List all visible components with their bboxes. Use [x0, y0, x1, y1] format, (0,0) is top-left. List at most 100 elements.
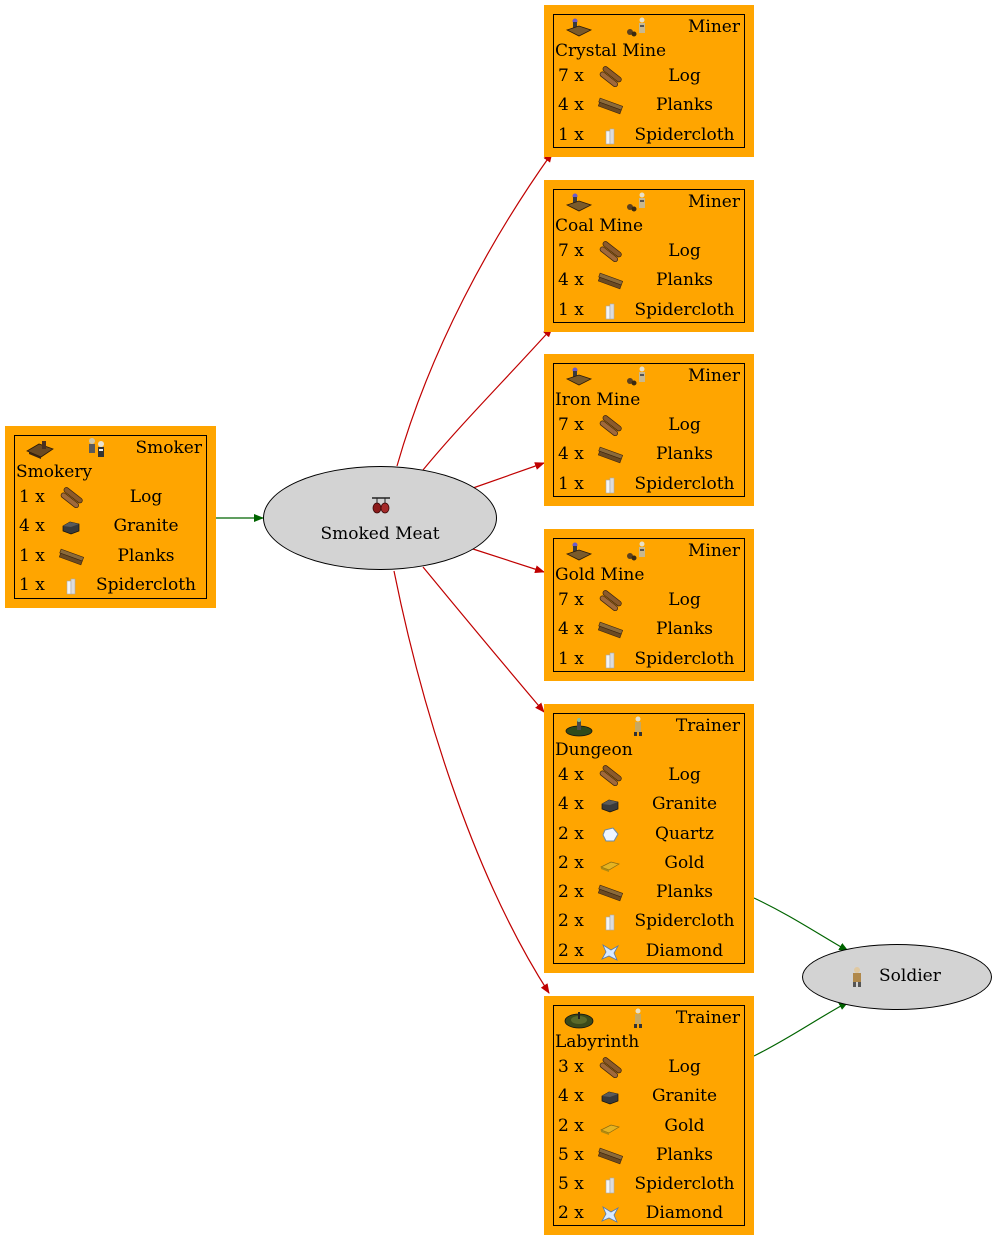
- cost-ware-name: Spidercloth: [634, 1174, 735, 1195]
- ware-node-smoked-meat[interactable]: Smoked Meat: [263, 466, 497, 570]
- worker-label: Smoker: [135, 438, 203, 458]
- spidercloth-icon: [597, 474, 623, 496]
- worker-label: Miner: [688, 541, 740, 561]
- cost-count: 7 x: [558, 241, 584, 261]
- building-name: Gold Mine: [555, 565, 645, 585]
- cost-count: 7 x: [558, 415, 584, 435]
- trainer-icon: [634, 1008, 642, 1028]
- cost-count: 7 x: [558, 590, 584, 610]
- edge-smoked-meat-to-gold-mine: [472, 548, 545, 574]
- cost-ware-name: Diamond: [645, 940, 724, 961]
- soldier-node[interactable]: Soldier: [802, 944, 992, 1010]
- cost-ware-name: Spidercloth: [95, 574, 196, 595]
- cost-ware-name: Gold: [664, 1115, 705, 1136]
- cost-ware-name: Granite: [651, 794, 718, 815]
- worker-label: Miner: [688, 192, 740, 212]
- edge-smoked-meat-to-labyrinth: [393, 570, 550, 994]
- spidercloth-icon: [597, 649, 623, 671]
- building-name: Iron Mine: [555, 390, 641, 410]
- gold-icon: [597, 853, 623, 875]
- worker-label: Miner: [688, 17, 740, 37]
- cost-ware-name: Diamond: [645, 1203, 724, 1224]
- cost-ware-name: Spidercloth: [634, 299, 735, 320]
- log-icon: [597, 1057, 623, 1079]
- mine-icon: [565, 18, 593, 37]
- worker-label: Miner: [688, 366, 740, 386]
- cost-count: 1 x: [19, 487, 45, 507]
- mine-icon: [565, 367, 593, 386]
- soldier-icon: [853, 967, 861, 987]
- cost-ware-name: Planks: [656, 444, 713, 465]
- cost-ware-name: Quartz: [655, 823, 714, 844]
- spidercloth-icon: [58, 575, 84, 597]
- miner-icon: [627, 541, 645, 561]
- miner-icon: [627, 366, 645, 386]
- planks-icon: [597, 95, 624, 117]
- planks-icon: [58, 546, 85, 568]
- trainer-icon: [634, 716, 642, 736]
- cost-ware-name: Planks: [656, 619, 713, 640]
- cost-count: 5 x: [558, 1144, 584, 1165]
- cost-count: 1 x: [558, 124, 584, 145]
- cost-count: 5 x: [558, 1174, 584, 1195]
- cost-count: 1 x: [19, 545, 45, 566]
- cost-ware-name: Log: [668, 765, 701, 785]
- cost-ware-name: Spidercloth: [634, 911, 735, 932]
- cost-row: 2 x Diamond: [554, 1199, 744, 1228]
- gold-icon: [597, 1116, 623, 1138]
- cost-row: 5 x Planks: [554, 1141, 744, 1170]
- cost-ware-name: Granite: [113, 516, 179, 537]
- granite-icon: [597, 794, 623, 816]
- miner-icon: [627, 17, 645, 37]
- cost-row: 7 x Log: [554, 237, 744, 266]
- building-name: Labyrinth: [555, 1032, 640, 1052]
- cost-count: 2 x: [558, 911, 584, 932]
- cost-row: 1 x Planks: [15, 542, 206, 571]
- granite-icon: [597, 1086, 623, 1108]
- building-name: Smokery: [16, 462, 93, 482]
- building-name: Coal Mine: [555, 216, 644, 236]
- edge-smoked-meat-to-dungeon: [422, 566, 545, 713]
- cost-ware-name: Planks: [656, 95, 713, 116]
- cost-ware-name: Planks: [117, 545, 175, 566]
- cost-row: 2 x Spidercloth: [554, 907, 744, 936]
- spidercloth-icon: [597, 300, 623, 322]
- ware-label: Smoked Meat: [320, 524, 440, 544]
- granite-icon: [58, 516, 84, 538]
- cost-ware-name: Planks: [656, 1144, 713, 1165]
- cost-ware-name: Log: [668, 241, 701, 261]
- cost-count: 2 x: [558, 1203, 584, 1224]
- planks-icon: [597, 619, 624, 641]
- building-name: Dungeon: [555, 740, 633, 760]
- cost-count: 4 x: [558, 794, 584, 815]
- log-icon: [597, 765, 623, 787]
- edge-smoked-meat-to-iron-mine: [472, 462, 545, 489]
- spidercloth-icon: [597, 125, 623, 147]
- building-name: Crystal Mine: [555, 41, 667, 61]
- cost-count: 2 x: [558, 940, 584, 961]
- worker-label: Trainer: [675, 1008, 740, 1028]
- diamond-icon: [597, 1203, 623, 1225]
- cost-row: 5 x Spidercloth: [554, 1170, 744, 1199]
